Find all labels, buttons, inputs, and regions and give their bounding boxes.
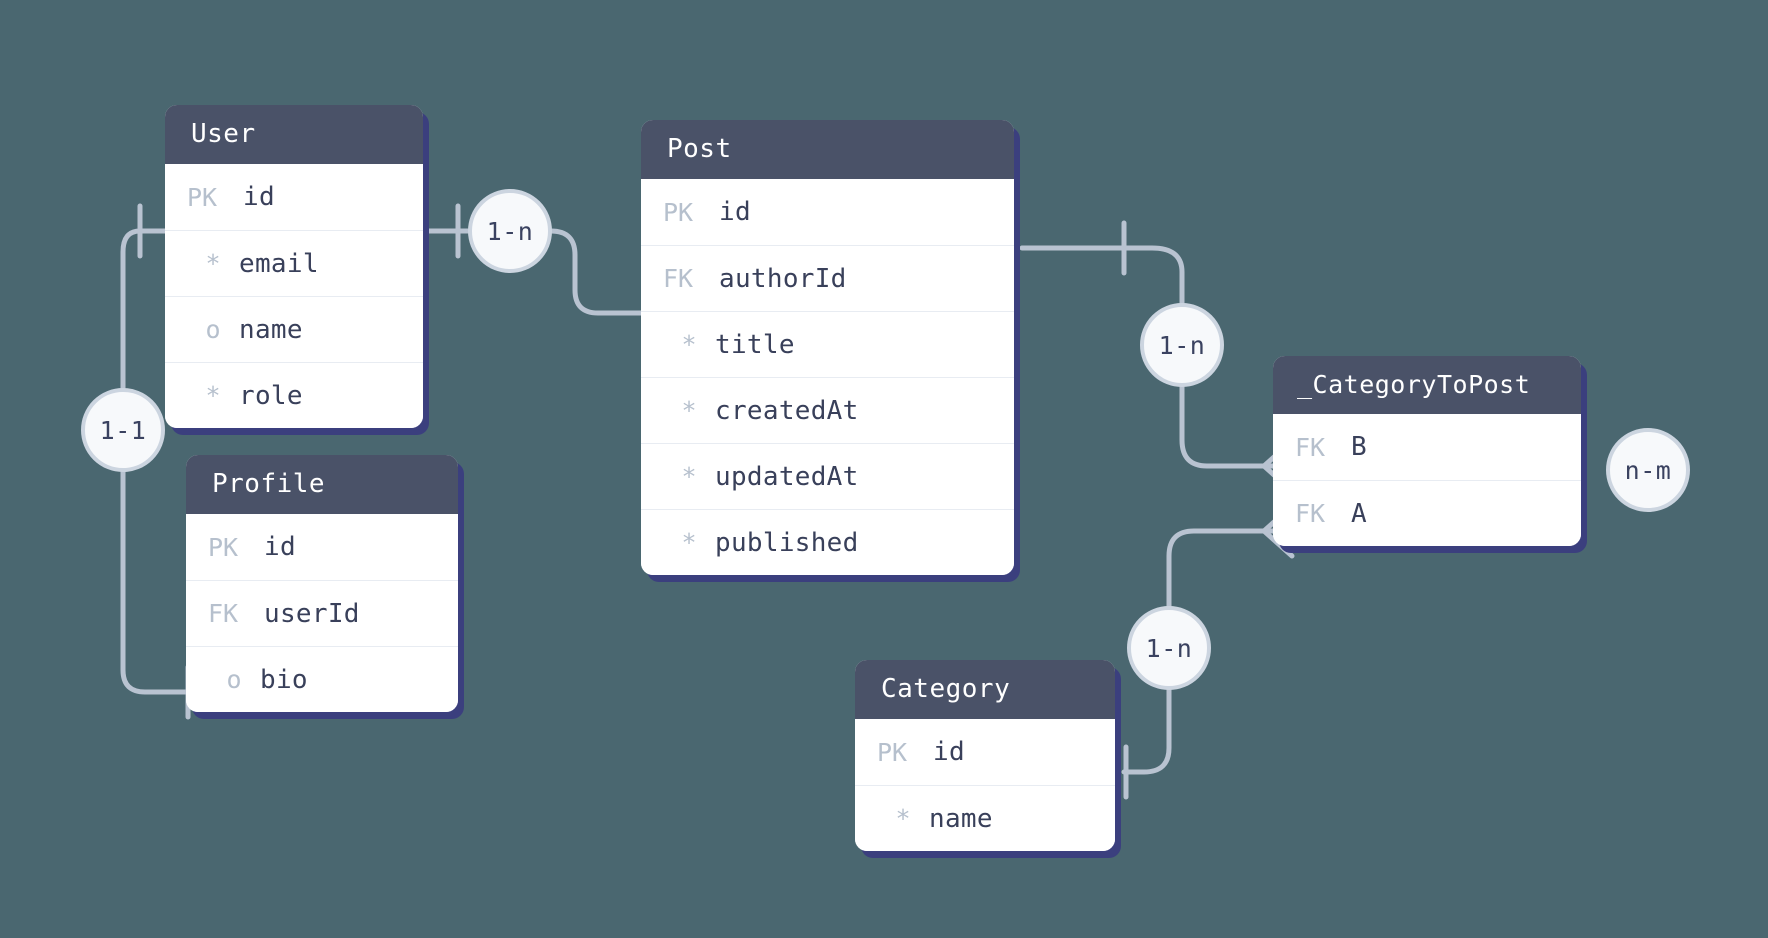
field-row[interactable]: PK id (186, 514, 458, 580)
field-row[interactable]: PK id (165, 164, 423, 230)
field-name: email (239, 248, 319, 279)
field-key: FK (1295, 499, 1326, 528)
field-key: * (895, 804, 911, 833)
field-row[interactable]: * createdAt (641, 377, 1014, 443)
field-key: PK (187, 182, 218, 212)
entity-category-to-post-fields: FK B FK A (1273, 414, 1581, 546)
field-row[interactable]: FK B (1273, 414, 1581, 480)
field-row[interactable]: PK id (641, 179, 1014, 245)
field-key: PK (208, 532, 239, 562)
field-name: authorId (719, 263, 847, 294)
edge-post-ctp-lower (1179, 376, 1289, 469)
field-key: * (205, 381, 221, 410)
edge-category-ctp-upper (1166, 528, 1289, 621)
cardinality-badge-category-categorytopost[interactable]: 1-n (1127, 606, 1211, 690)
field-key: * (681, 528, 697, 557)
field-name: id (243, 182, 275, 212)
entity-user[interactable]: User PK id * email o name * role (165, 105, 423, 428)
field-name: id (933, 737, 965, 767)
entity-user-title: User (165, 105, 423, 164)
field-key: * (681, 462, 697, 491)
field-row[interactable]: * updatedAt (641, 443, 1014, 509)
field-key: PK (877, 737, 908, 767)
field-row[interactable]: FK A (1273, 480, 1581, 546)
field-row[interactable]: * published (641, 509, 1014, 575)
entity-category-title: Category (855, 660, 1115, 719)
field-name: updatedAt (715, 461, 859, 492)
field-name: name (929, 803, 993, 834)
field-key: PK (663, 197, 694, 227)
field-row[interactable]: * email (165, 230, 423, 296)
entity-category-to-post-title: _CategoryToPost (1273, 356, 1581, 414)
entity-post-title: Post (641, 120, 1014, 179)
cardinality-badge-n-m[interactable]: n-m (1606, 428, 1690, 512)
field-name: role (239, 380, 303, 411)
cardinality-badge-user-profile[interactable]: 1-1 (81, 388, 165, 472)
field-key: FK (663, 264, 694, 293)
entity-profile-fields: PK id FK userId o bio (186, 514, 458, 712)
entity-post-fields: PK id FK authorId * title * createdAt * … (641, 179, 1014, 575)
entity-category-fields: PK id * name (855, 719, 1115, 851)
entity-profile[interactable]: Profile PK id FK userId o bio (186, 455, 458, 712)
cardinality-badge-user-post[interactable]: 1-n (468, 189, 552, 273)
field-key: o (226, 665, 242, 694)
field-row[interactable]: FK authorId (641, 245, 1014, 311)
field-name: B (1351, 432, 1367, 462)
field-name: userId (264, 598, 360, 629)
field-row[interactable]: o bio (186, 646, 458, 712)
entity-user-fields: PK id * email o name * role (165, 164, 423, 428)
entity-post[interactable]: Post PK id FK authorId * title * created… (641, 120, 1014, 575)
field-row[interactable]: * name (855, 785, 1115, 851)
cardinality-badge-post-categorytopost[interactable]: 1-n (1140, 303, 1224, 387)
entity-category-to-post[interactable]: _CategoryToPost FK B FK A (1273, 356, 1581, 546)
field-name: createdAt (715, 395, 859, 426)
entity-profile-title: Profile (186, 455, 458, 514)
field-row[interactable]: * title (641, 311, 1014, 377)
field-row[interactable]: * role (165, 362, 423, 428)
edge-category-ctp-lower (1121, 679, 1172, 775)
field-name: A (1351, 498, 1367, 529)
field-name: title (715, 329, 795, 360)
field-key: * (681, 396, 697, 425)
field-key: o (205, 315, 221, 344)
field-name: id (719, 197, 751, 227)
edge-post-ctp-upper (1019, 245, 1185, 318)
field-name: published (715, 527, 859, 558)
field-name: id (264, 532, 296, 562)
field-row[interactable]: PK id (855, 719, 1115, 785)
field-name: bio (260, 664, 308, 695)
entity-category[interactable]: Category PK id * name (855, 660, 1115, 851)
field-name: name (239, 314, 303, 345)
field-row[interactable]: FK userId (186, 580, 458, 646)
field-key: FK (208, 599, 239, 628)
field-key: * (681, 330, 697, 359)
field-row[interactable]: o name (165, 296, 423, 362)
field-key: * (205, 249, 221, 278)
field-key: FK (1295, 432, 1326, 462)
